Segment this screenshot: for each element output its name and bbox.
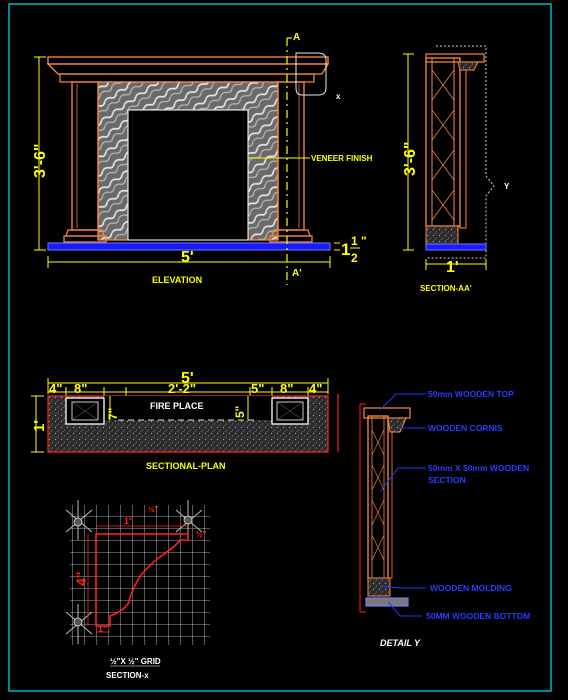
- detail-y-label-top: 50mm WOODEN TOP: [428, 389, 514, 399]
- section-x-title: SECTION-x: [106, 671, 149, 680]
- section-profile-outline: [426, 45, 495, 259]
- veneer-finish-label: VENEER FINISH: [311, 154, 373, 163]
- plan-dim-6: 4": [309, 381, 322, 396]
- base-dim-whole: 1: [341, 240, 350, 259]
- plan-dim-2: 8": [74, 381, 87, 396]
- detail-y-label-cornis: WOODEN CORNIS: [428, 423, 503, 433]
- section-mark-bottom: A': [292, 268, 302, 279]
- elevation-title: ELEVATION: [152, 275, 202, 285]
- hearth-base: [47, 242, 331, 251]
- mantel-top: [47, 56, 329, 65]
- section-width-dim: 1': [446, 259, 459, 276]
- elevation-height-dim: 3'-6": [32, 143, 49, 178]
- plan-dim-1: 4": [49, 381, 62, 396]
- detail-y-title: DETAIL Y: [380, 638, 421, 648]
- detail-y-mark: Y: [504, 182, 510, 191]
- right-column: [269, 81, 313, 243]
- detail-x-callout: [295, 52, 327, 96]
- section-height-dim: 3'-6": [402, 141, 419, 176]
- elevation-view: 3'-6" 5' 1 1 2 " A A' x VENEER FINISH EL…: [32, 32, 373, 285]
- plan-title: SECTIONAL-PLAN: [146, 461, 226, 471]
- plan-inner-dim-right: 5": [233, 406, 247, 418]
- sheet-border: [8, 3, 552, 692]
- section-aa-view: Y 3'-6" 1' SECTION-AA': [402, 45, 510, 293]
- plan-overall-dim: 5': [181, 370, 194, 387]
- fireplace-void: [104, 396, 272, 420]
- section-x-dim-top3: ½": [196, 530, 207, 539]
- detail-y-label-section-2: SECTION: [428, 475, 466, 485]
- mantel-frieze: [59, 73, 315, 83]
- section-x-dim-bottom: 1": [98, 624, 107, 634]
- plan-dim-3: 2'-2": [168, 381, 196, 396]
- plan-dim-4: 5": [251, 381, 264, 396]
- section-x-dim-top: 1": [124, 516, 133, 526]
- detail-y-label-molding: WOODEN MOLDING: [430, 583, 512, 593]
- fireplace-label: FIRE PLACE: [150, 401, 204, 411]
- detail-y-bottom: [365, 597, 409, 607]
- base-dim-unit: ": [361, 234, 367, 248]
- section-mark-top: A: [293, 32, 300, 43]
- section-cap: [425, 53, 485, 63]
- plan-depth-dim: 1': [31, 420, 48, 432]
- detail-y-label-bottom: 50MM WOODEN BOTTOM: [426, 611, 530, 621]
- mantel-cornice: [46, 63, 330, 75]
- section-x-dim-top2: ½": [148, 505, 159, 514]
- section-x-dim-left: 4": [73, 572, 89, 586]
- base-dim-numerator: 1: [351, 234, 358, 248]
- half-inch-grid: [70, 505, 210, 645]
- section-foot: [425, 225, 459, 245]
- detail-y-frame: [367, 415, 389, 581]
- section-aa-title: SECTION-AA': [420, 284, 472, 293]
- sectional-plan-view: 5' 4" 8" 2'-2" 5" 8" 4" FIRE PLACE: [31, 370, 339, 471]
- firebox-opening: [127, 109, 249, 241]
- section-frame: [425, 57, 461, 227]
- detail-y-label-section: 50mm X 50mm WOODEN: [428, 463, 529, 473]
- detail-y-view: 50mm WOODEN TOP WOODEN CORNIS 50mm X 50m…: [359, 389, 530, 648]
- plan-dim-5: 8": [280, 381, 293, 396]
- detail-y-cornice: [387, 417, 407, 433]
- section-x-view: 1" ½" ½" 4" 1" ½"X ½" GRID SECTION-x: [65, 500, 210, 680]
- left-column: [63, 81, 107, 243]
- section-x-grid-label: ½"X ½" GRID: [110, 657, 161, 666]
- section-x-profile: [95, 533, 189, 627]
- elevation-width-dim: 5': [181, 249, 194, 266]
- base-dim-denominator: 2: [351, 251, 358, 265]
- plan-inner-dim-left: 7": [106, 408, 120, 420]
- detail-y-top: [363, 407, 411, 419]
- detail-x-mark: x: [336, 92, 341, 101]
